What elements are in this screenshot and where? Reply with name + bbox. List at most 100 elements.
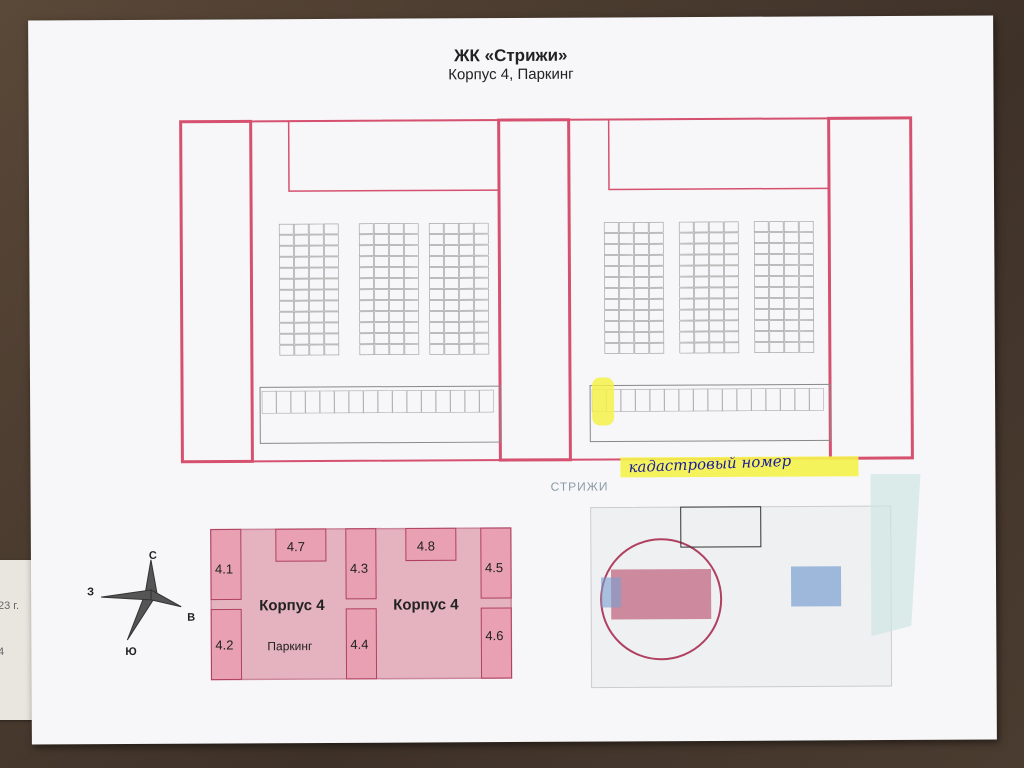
parking-slot (443, 244, 459, 256)
parking-slot (634, 331, 650, 343)
parking-slot (784, 309, 799, 320)
parking-slot (279, 300, 294, 312)
parking-slot (294, 311, 309, 323)
parking-slot (459, 288, 474, 300)
parking-slot (279, 256, 294, 268)
parking-slot (754, 276, 769, 288)
parking-slot (694, 309, 709, 321)
parking-slot (359, 267, 374, 279)
parking-slot (389, 256, 404, 267)
parking-slot (429, 256, 444, 267)
parking-slot (679, 276, 694, 288)
parking-slot (474, 332, 490, 344)
parking-slot (649, 298, 664, 310)
floor-plan-sheet: ЖК «Стрижи» Корпус 4, Паркинг (28, 15, 997, 745)
parking-slot (309, 267, 324, 279)
parking-slot (709, 298, 724, 310)
bottom-storage-right (589, 383, 831, 443)
parking-slot (768, 243, 784, 254)
parking-slot (294, 333, 310, 345)
keyplan-label-4-7: 4.7 (286, 539, 305, 555)
parking-slot (294, 267, 309, 279)
highlight-mark (591, 377, 615, 426)
parking-slot (428, 223, 444, 234)
parking-slot (709, 342, 725, 354)
bottom-storage-left (259, 385, 501, 444)
parking-slot (754, 309, 769, 321)
parking-slot (389, 267, 404, 278)
keyplan-label-4-5: 4.5 (484, 560, 504, 576)
parking-slot (723, 243, 739, 255)
parking-slot (798, 243, 814, 254)
parking-slot (708, 232, 724, 244)
storage-cell (464, 389, 480, 413)
parking-slot (323, 245, 339, 257)
compass-south: Ю (125, 645, 137, 659)
parking-slot (678, 243, 694, 255)
parking-slot (374, 289, 389, 301)
block-right (827, 116, 914, 460)
parking-slot (783, 221, 799, 232)
parking-slot (603, 233, 619, 244)
parking-slot (798, 232, 814, 243)
parking-slot (429, 344, 445, 355)
parking-slot (754, 342, 770, 354)
parking-slot (404, 344, 420, 355)
parking-slot (459, 332, 475, 344)
parking-slot (444, 332, 460, 344)
floor-plan-drawing (101, 116, 921, 689)
parking-slot (604, 343, 620, 354)
parking-slot (754, 254, 769, 266)
parking-slot (694, 276, 709, 288)
parking-slot (293, 234, 309, 246)
keyplan-label-4-1: 4.1 (214, 561, 234, 577)
keyplan-4-8 (405, 527, 457, 562)
storage-cell (707, 388, 723, 412)
parking-slot (279, 289, 294, 301)
parking-slot (404, 289, 419, 300)
parking-slot (373, 245, 389, 257)
parking-slot (429, 333, 445, 344)
keyplan-4-6 (480, 607, 513, 679)
site-plan-parking (610, 568, 712, 620)
parking-slot (723, 221, 739, 233)
parking-slot (404, 267, 419, 278)
parking-slot (474, 255, 489, 267)
parking-slot (389, 311, 404, 322)
parking-slot (724, 342, 740, 354)
parking-slot (754, 320, 770, 332)
parking-slot (618, 222, 634, 233)
parking-slot (634, 254, 649, 266)
scrap-paper: 23 г. 4 (0, 560, 36, 720)
parking-slot (389, 300, 404, 311)
storage-cell (334, 390, 349, 414)
parking-slot (308, 223, 324, 235)
parking-slot (799, 287, 814, 298)
compass-rose (101, 559, 182, 641)
parking-slot (443, 233, 459, 245)
parking-slot (309, 322, 325, 334)
parking-slot (634, 320, 650, 332)
parking-slot (359, 278, 374, 290)
parking-slot (429, 289, 444, 300)
parking-slot (403, 245, 419, 256)
parking-slot (693, 232, 709, 244)
parking-slot (709, 287, 724, 299)
parking-slot (444, 266, 459, 278)
parking-slot (308, 234, 324, 246)
top-storage-left (287, 119, 500, 192)
parking-slot (374, 344, 390, 356)
parking-slot (754, 331, 770, 343)
parking-slot (709, 254, 724, 266)
parking-slot (294, 289, 309, 301)
storage-cell (664, 388, 679, 412)
parking-slot (784, 254, 799, 265)
parking-slot (444, 343, 460, 355)
storage-cell (722, 388, 737, 412)
parking-slot (389, 344, 405, 355)
parking-slot (709, 309, 724, 321)
parking-slot (444, 310, 459, 322)
parking-slot (278, 245, 294, 257)
parking-slot (618, 244, 634, 255)
scrap-text-1: 23 г. (0, 600, 20, 612)
